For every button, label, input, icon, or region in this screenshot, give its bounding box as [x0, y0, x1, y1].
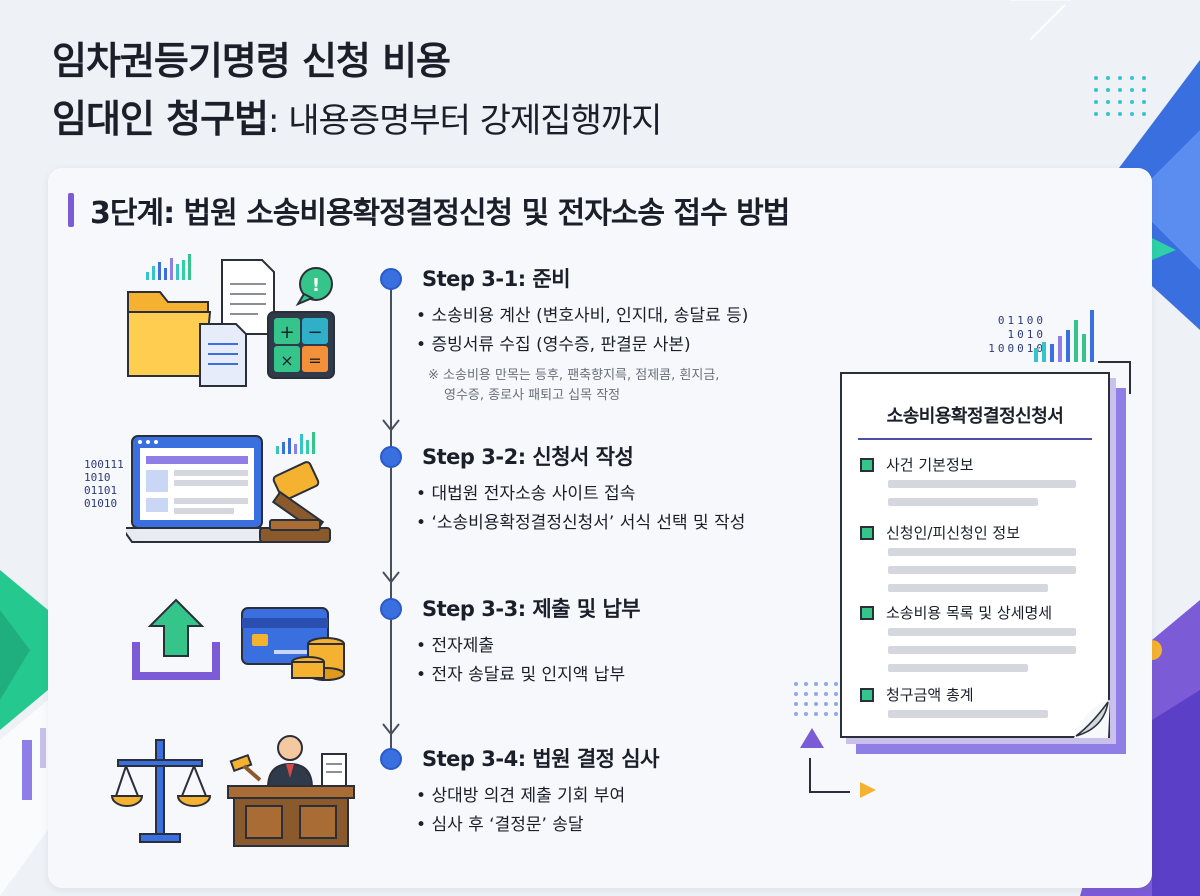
step1-illustration: + − × = ! — [127, 254, 335, 387]
step-3-2: Step 3-2: 신청서 작성 대법원 전자소송 사이트 접속 ‘소송비용확정… — [412, 444, 745, 538]
document-title-underline — [858, 438, 1092, 440]
upload-icon — [132, 598, 220, 680]
document-item-label: 소송비용 목록 및 상세명세 — [886, 604, 1053, 622]
credit-card-icon — [241, 607, 329, 665]
placeholder-line — [888, 566, 1076, 574]
svg-text:=: = — [308, 351, 321, 370]
page-curl-icon — [1074, 698, 1110, 738]
step-3-4: Step 3-4: 법원 결정 심사 상대방 의견 제출 기회 부여 심사 후 … — [412, 746, 659, 840]
placeholder-line — [888, 628, 1076, 636]
calculator-icon: + − × = — [267, 311, 335, 379]
step-note: ※ 소송비용 만목는 등후, 팬축향지륵, 점제콤, 횐지금, 영수증, 종로사… — [428, 366, 748, 406]
timeline-dot-4 — [380, 748, 402, 770]
bench-icon — [227, 785, 355, 847]
scales-icon — [110, 739, 212, 843]
list-item: 소송비용 계산 (변호사비, 인지대, 송달료 등) — [412, 302, 748, 331]
gavel-small-icon — [229, 753, 262, 782]
document-sheet: 소송비용확정결정신청서 사건 기본정보 신청인/피신청인 정보 소송비용 목록 … — [840, 372, 1110, 738]
corner-bracket-bottom — [794, 682, 876, 798]
gavel-icon — [259, 461, 331, 543]
alert-bubble-icon: ! — [295, 267, 333, 307]
application-form-document: 소송비용확정결정신청서 사건 기본정보 신청인/피신청인 정보 소송비용 목록 … — [840, 372, 1122, 744]
section-header: 3단계: 법원 소송비용확정결정신청 및 전자소송 접수 방법 — [68, 188, 790, 232]
section-accent-bar — [68, 193, 74, 227]
svg-text:!: ! — [312, 275, 320, 296]
document-title: 소송비용확정결정신청서 — [886, 406, 1064, 427]
document-icon-2 — [199, 323, 247, 387]
svg-text:+: + — [279, 322, 294, 343]
svg-text:×: × — [280, 351, 293, 370]
paper-icon — [321, 753, 347, 787]
step-3-1: Step 3-1: 준비 소송비용 계산 (변호사비, 인지대, 송달료 등) … — [412, 266, 748, 406]
timeline-arrow-3 — [382, 723, 400, 736]
note-line: 영수증, 종로사 패퇴고 십목 작정 — [444, 388, 621, 403]
placeholder-line — [888, 498, 1038, 506]
step-3-3: Step 3-3: 제출 및 납부 전자제출 전자 송달료 및 인지액 납부 — [412, 596, 641, 690]
placeholder-line — [888, 664, 1028, 672]
checkbox-icon — [860, 457, 874, 472]
bar-chart-icon — [146, 254, 191, 280]
step3-illustration — [132, 598, 345, 681]
timeline-line — [390, 280, 392, 750]
timeline-dot-3 — [380, 598, 402, 620]
step-title: Step 3-3: 제출 및 납부 — [422, 597, 641, 621]
checkbox-icon — [860, 687, 874, 702]
placeholder-line — [888, 710, 1048, 718]
step-title: Step 3-2: 신청서 작성 — [422, 445, 634, 469]
document-icon — [221, 259, 275, 335]
corner-bracket-top — [1098, 361, 1131, 394]
note-line: ※ 소송비용 만목는 등후, 팬축향지륵, 점제콤, 횐지금, — [428, 368, 720, 383]
judge-icon — [266, 735, 314, 789]
document-item-label: 청구금액 총계 — [886, 686, 974, 704]
list-item: 전자제출 — [412, 632, 640, 661]
timeline-dot-1 — [380, 268, 402, 290]
timeline-dot-2 — [380, 446, 402, 468]
bar-chart-icon-right — [1034, 310, 1094, 362]
list-item: 상대방 의견 제출 기회 부여 — [412, 782, 659, 811]
placeholder-line — [888, 548, 1076, 556]
title-line1: 임차권등기명령 신청 비용 — [52, 39, 451, 83]
placeholder-line — [888, 584, 1048, 592]
svg-text:−: − — [307, 322, 322, 343]
document-item: 사건 기본정보 — [860, 454, 974, 475]
placeholder-line — [888, 480, 1076, 488]
timeline-arrow-2 — [382, 571, 400, 584]
coins-icon — [291, 637, 345, 681]
title-line2-bold: 임대인 청구법 — [52, 97, 269, 141]
title-line2-rest: : 내용증명부터 강제집행까지 — [268, 101, 662, 141]
step-title: Step 3-4: 법원 결정 심사 — [422, 747, 659, 771]
list-item: 증빙서류 수집 (영수증, 판결문 사본) — [412, 331, 748, 360]
section-title: 3단계: 법원 소송비용확정결정신청 및 전자소송 접수 방법 — [90, 196, 790, 231]
document-item: 청구금액 총계 — [860, 684, 974, 705]
laptop-icon — [126, 435, 274, 543]
page-title: 임차권등기명령 신청 비용 임대인 청구법: 내용증명부터 강제집행까지 — [52, 32, 662, 150]
bar-chart-icon — [276, 432, 315, 454]
list-item: 전자 송달료 및 인지액 납부 — [412, 661, 640, 690]
folder-icon — [127, 291, 212, 377]
placeholder-line — [888, 646, 1076, 654]
list-item: ‘소송비용확정결정신청서’ 서식 선택 및 작성 — [412, 509, 745, 538]
document-item-label: 사건 기본정보 — [886, 456, 974, 474]
checkbox-icon — [860, 525, 874, 540]
document-item: 신청인/피신청인 정보 — [860, 522, 1020, 543]
step4-illustration — [110, 735, 355, 847]
timeline-arrow-1 — [382, 419, 400, 432]
list-item: 심사 후 ‘결정문’ 송달 — [412, 811, 659, 840]
list-item: 대법원 전자소송 사이트 접속 — [412, 480, 745, 509]
document-item-label: 신청인/피신청인 정보 — [886, 524, 1021, 542]
step2-illustration — [126, 432, 331, 543]
step-title: Step 3-1: 준비 — [422, 267, 571, 291]
document-item: 소송비용 목록 및 상세명세 — [860, 602, 1052, 623]
checkbox-icon — [860, 605, 874, 620]
